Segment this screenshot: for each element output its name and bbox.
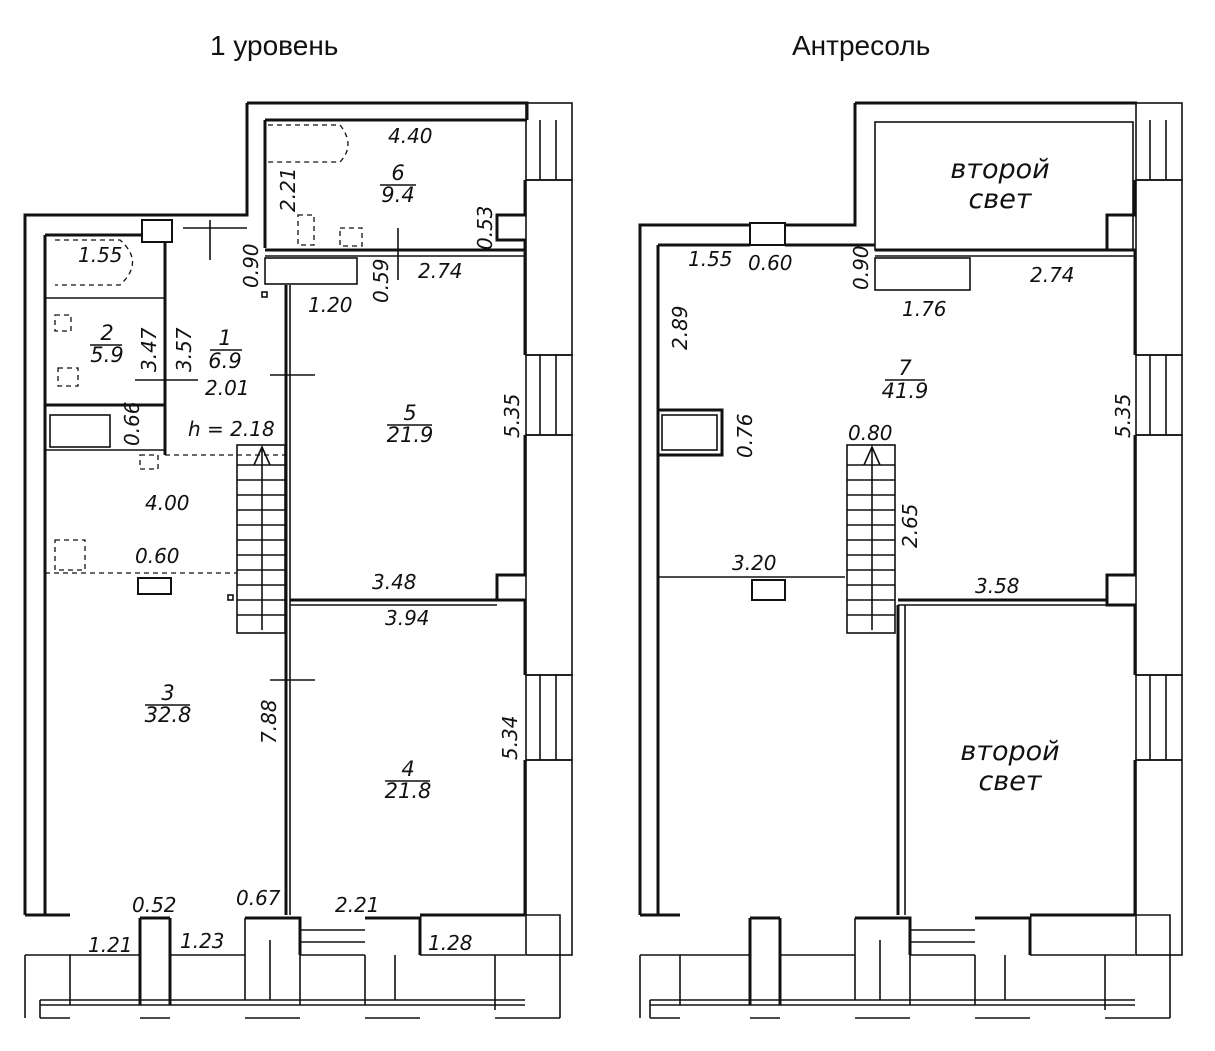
dim-4-00: 4.00 [145, 491, 190, 515]
dim-mz-0-90: 0.90 [849, 245, 873, 290]
room-2-area: 5.9 [90, 343, 123, 367]
dim-3-47: 3.47 [137, 327, 161, 372]
dim-1-20: 1.20 [308, 293, 353, 317]
plan-mezzanine: 7 41.9 второй свет второй свет 1.55 0.60… [638, 101, 1183, 1019]
fixtures-level1 [54, 214, 363, 571]
dim-0-59: 0.59 [369, 258, 393, 303]
dim-0-90: 0.90 [239, 243, 263, 288]
dim-0-60: 0.60 [135, 544, 180, 568]
dim-2-21-a: 2.21 [276, 167, 300, 212]
dim-mz-0-60: 0.60 [748, 251, 793, 275]
dim-2-21-b: 2.21 [335, 893, 380, 917]
dim-0-67: 0.67 [236, 886, 281, 910]
plan-level1: 1 6.9 2 5.9 3 32.8 4 21.8 5 21.9 6 9.4 4… [23, 101, 573, 1019]
room-5-number: 5 [403, 401, 416, 425]
second-light-bottom-line2: свет [978, 766, 1042, 797]
second-light-bottom-line1: второй [960, 736, 1059, 767]
dim-1-23: 1.23 [180, 929, 225, 953]
dim-height: h = 2.18 [188, 417, 275, 441]
room-5-area: 21.9 [387, 423, 434, 447]
room-3-number: 3 [161, 681, 174, 705]
dim-0-53: 0.53 [473, 205, 497, 250]
title-level1: 1 уровень [210, 30, 339, 61]
outer-walls-level1 [23, 101, 573, 1019]
dim-1-55: 1.55 [78, 243, 123, 267]
dim-mz-2-74: 2.74 [1030, 263, 1075, 287]
room-3-area: 32.8 [145, 703, 192, 727]
dim-3-94: 3.94 [385, 606, 430, 630]
dim-1-28: 1.28 [428, 931, 473, 955]
dim-mz-0-76: 0.76 [733, 413, 757, 458]
dim-0-66: 0.66 [120, 401, 144, 446]
dimensions-mezzanine: 1.55 0.60 0.90 2.74 1.76 2.89 0.76 0.80 … [668, 245, 1135, 598]
dim-1-21: 1.21 [88, 933, 133, 957]
room-6-number: 6 [391, 161, 404, 185]
room-4-area: 21.8 [385, 779, 432, 803]
second-light-top-line1: второй [950, 154, 1049, 185]
dim-5-34: 5.34 [498, 715, 522, 760]
dim-0-52: 0.52 [132, 893, 177, 917]
room-1-area: 6.9 [208, 349, 241, 373]
dim-mz-3-20: 3.20 [732, 551, 777, 575]
dim-mz-2-65: 2.65 [898, 503, 922, 548]
dim-2-74: 2.74 [418, 259, 463, 283]
dim-3-57: 3.57 [172, 327, 196, 372]
room-labels-level1: 1 6.9 2 5.9 3 32.8 4 21.8 5 21.9 6 9.4 [90, 161, 433, 803]
dim-mz-3-58: 3.58 [975, 574, 1020, 598]
room-6-area: 9.4 [381, 183, 414, 207]
room-7-area: 41.9 [882, 379, 929, 403]
dim-5-35: 5.35 [500, 393, 524, 438]
room-labels-mezzanine: 7 41.9 второй свет второй свет [882, 154, 1060, 797]
staircase-mezzanine [846, 444, 896, 634]
room-2-number: 2 [100, 321, 113, 345]
dim-mz-1-55: 1.55 [688, 247, 733, 271]
title-mezzanine: Антресоль [792, 30, 931, 61]
room-7-number: 7 [898, 356, 912, 380]
room-1-number: 1 [218, 326, 231, 350]
dim-4-40: 4.40 [388, 124, 433, 148]
dim-3-48: 3.48 [372, 570, 417, 594]
dim-mz-5-35: 5.35 [1111, 393, 1135, 438]
interior-walls-level1 [45, 124, 525, 915]
second-light-top-line2: свет [968, 184, 1032, 215]
dim-mz-0-80: 0.80 [848, 421, 893, 445]
outer-walls-mezzanine [638, 101, 1183, 1019]
dim-mz-1-76: 1.76 [902, 297, 947, 321]
room-4-number: 4 [401, 757, 414, 781]
dimensions-level1: 4.40 2.21 0.53 1.55 0.90 0.59 2.74 1.20 … [78, 124, 524, 957]
dim-2-01: 2.01 [205, 376, 250, 400]
dim-7-88: 7.88 [257, 699, 281, 744]
staircase-level1 [236, 444, 286, 634]
interior-walls-mezzanine [656, 248, 1135, 915]
dim-mz-2-89: 2.89 [668, 305, 692, 350]
